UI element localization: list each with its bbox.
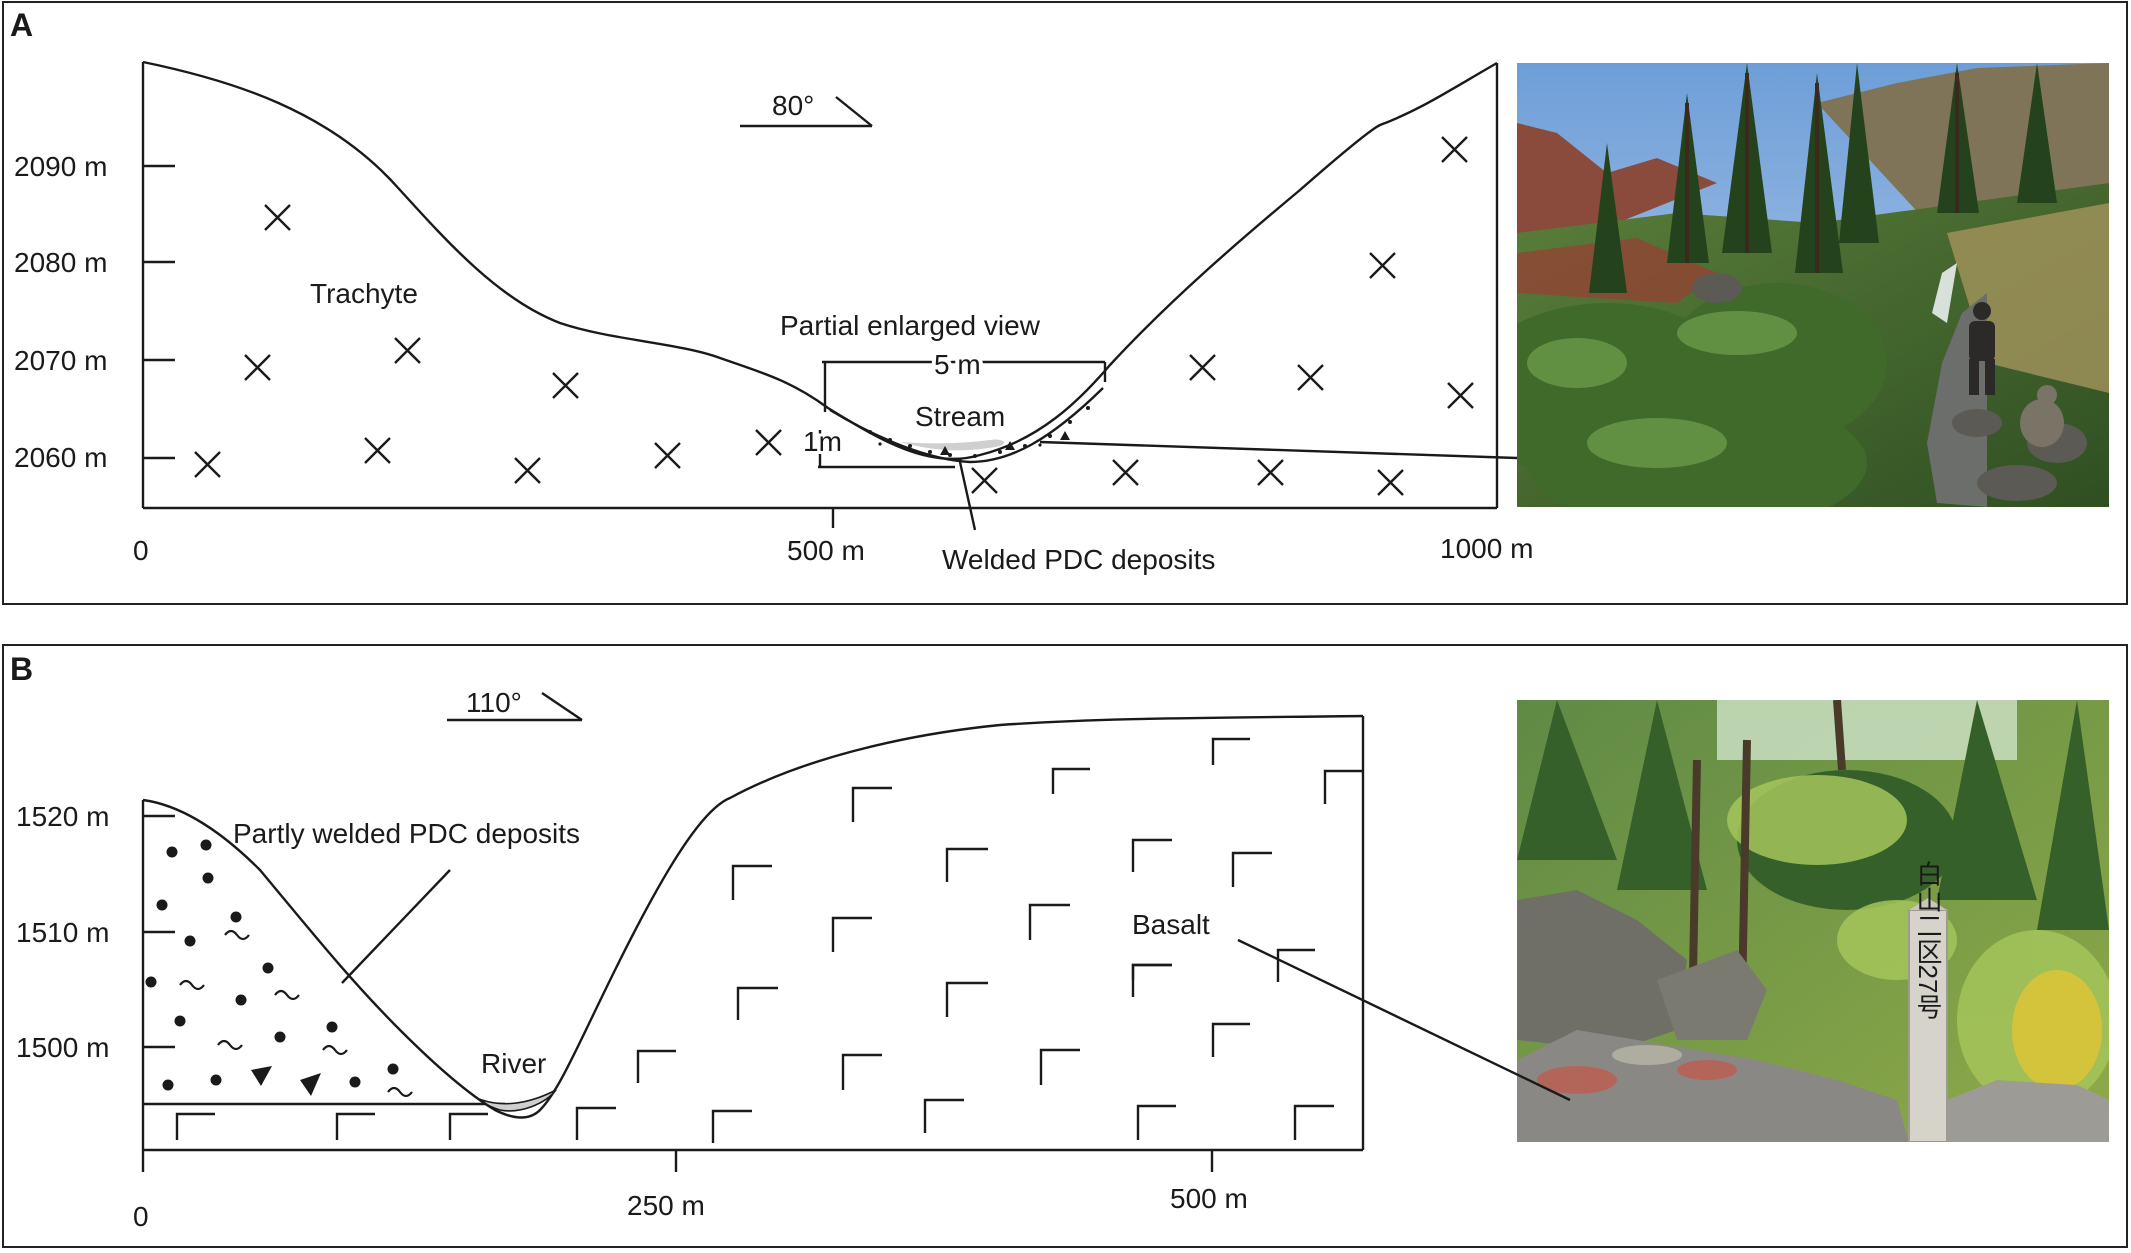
panel-a-direction: 80° bbox=[772, 90, 814, 121]
panel-a-height-label: 1m bbox=[803, 426, 842, 457]
basalt-pattern bbox=[175, 737, 1362, 1143]
panel-b-y-tick-1510: 1510 m bbox=[16, 917, 109, 948]
panel-a-rock-label: Trachyte bbox=[310, 278, 418, 309]
panel-b-direction: 110° bbox=[466, 687, 522, 718]
photo-a-leader-line bbox=[1039, 440, 1518, 460]
panel-b-rock-label: Basalt bbox=[1132, 909, 1210, 940]
pdc-deposit-pattern bbox=[145, 839, 399, 1096]
marker-post-text: 白山二区27号 bbox=[1913, 860, 1943, 1019]
trachyte-pattern bbox=[194, 136, 1474, 496]
photo-forest-stream bbox=[1517, 63, 2109, 507]
panel-a-x-tick-1000: 1000 m bbox=[1440, 533, 1533, 564]
stream-water bbox=[900, 439, 1005, 451]
panel-b-deposits-label: Partly welded PDC deposits bbox=[233, 818, 580, 849]
panel-b-river-label: River bbox=[481, 1048, 546, 1079]
panel-a-terrain-profile bbox=[142, 60, 1498, 461]
welded-deposit-pattern bbox=[868, 406, 1090, 462]
panel-a-deposits-label: Welded PDC deposits bbox=[942, 544, 1215, 575]
photo-basalt-forest-image: 白山二区27号 bbox=[1517, 700, 2109, 1142]
photo-forest-stream-image bbox=[1517, 63, 2109, 507]
deposits-leader-line bbox=[958, 461, 977, 531]
panel-a-y-tick-2080: 2080 m bbox=[14, 247, 107, 278]
panel-a-x-tick-500: 500 m bbox=[787, 535, 865, 566]
panel-b-x-tick-0: 0 bbox=[133, 1201, 149, 1232]
panel-b-terrain-profile bbox=[142, 714, 1364, 1119]
panel-b bbox=[2, 644, 2128, 1248]
panel-b-letter: B bbox=[10, 651, 33, 687]
panel-a-stream-label: Stream bbox=[915, 401, 1005, 432]
basalt-leader-line bbox=[1237, 938, 1571, 1102]
panel-b-y-tick-1520: 1520 m bbox=[16, 801, 109, 832]
panel-b-y-tick-1500: 1500 m bbox=[16, 1032, 109, 1063]
river-water bbox=[479, 1089, 557, 1112]
panel-a-y-tick-2090: 2090 m bbox=[14, 151, 107, 182]
panel-a-y-tick-2070: 2070 m bbox=[14, 345, 107, 376]
panel-b-x-tick-250: 250 m bbox=[627, 1190, 705, 1221]
photo-basalt-forest: 白山二区27号 bbox=[1517, 700, 2109, 1142]
panel-a-inset-title: Partial enlarged view bbox=[780, 310, 1041, 341]
panel-b-x-tick-500: 500 m bbox=[1170, 1183, 1248, 1214]
pdc-leader-line bbox=[341, 869, 451, 984]
panel-a bbox=[2, 1, 2128, 605]
panel-a-y-tick-2060: 2060 m bbox=[14, 442, 107, 473]
panel-a-letter: A bbox=[10, 7, 33, 43]
panel-a-width-label: 5 m bbox=[934, 349, 981, 380]
panel-a-x-tick-0: 0 bbox=[133, 535, 149, 566]
